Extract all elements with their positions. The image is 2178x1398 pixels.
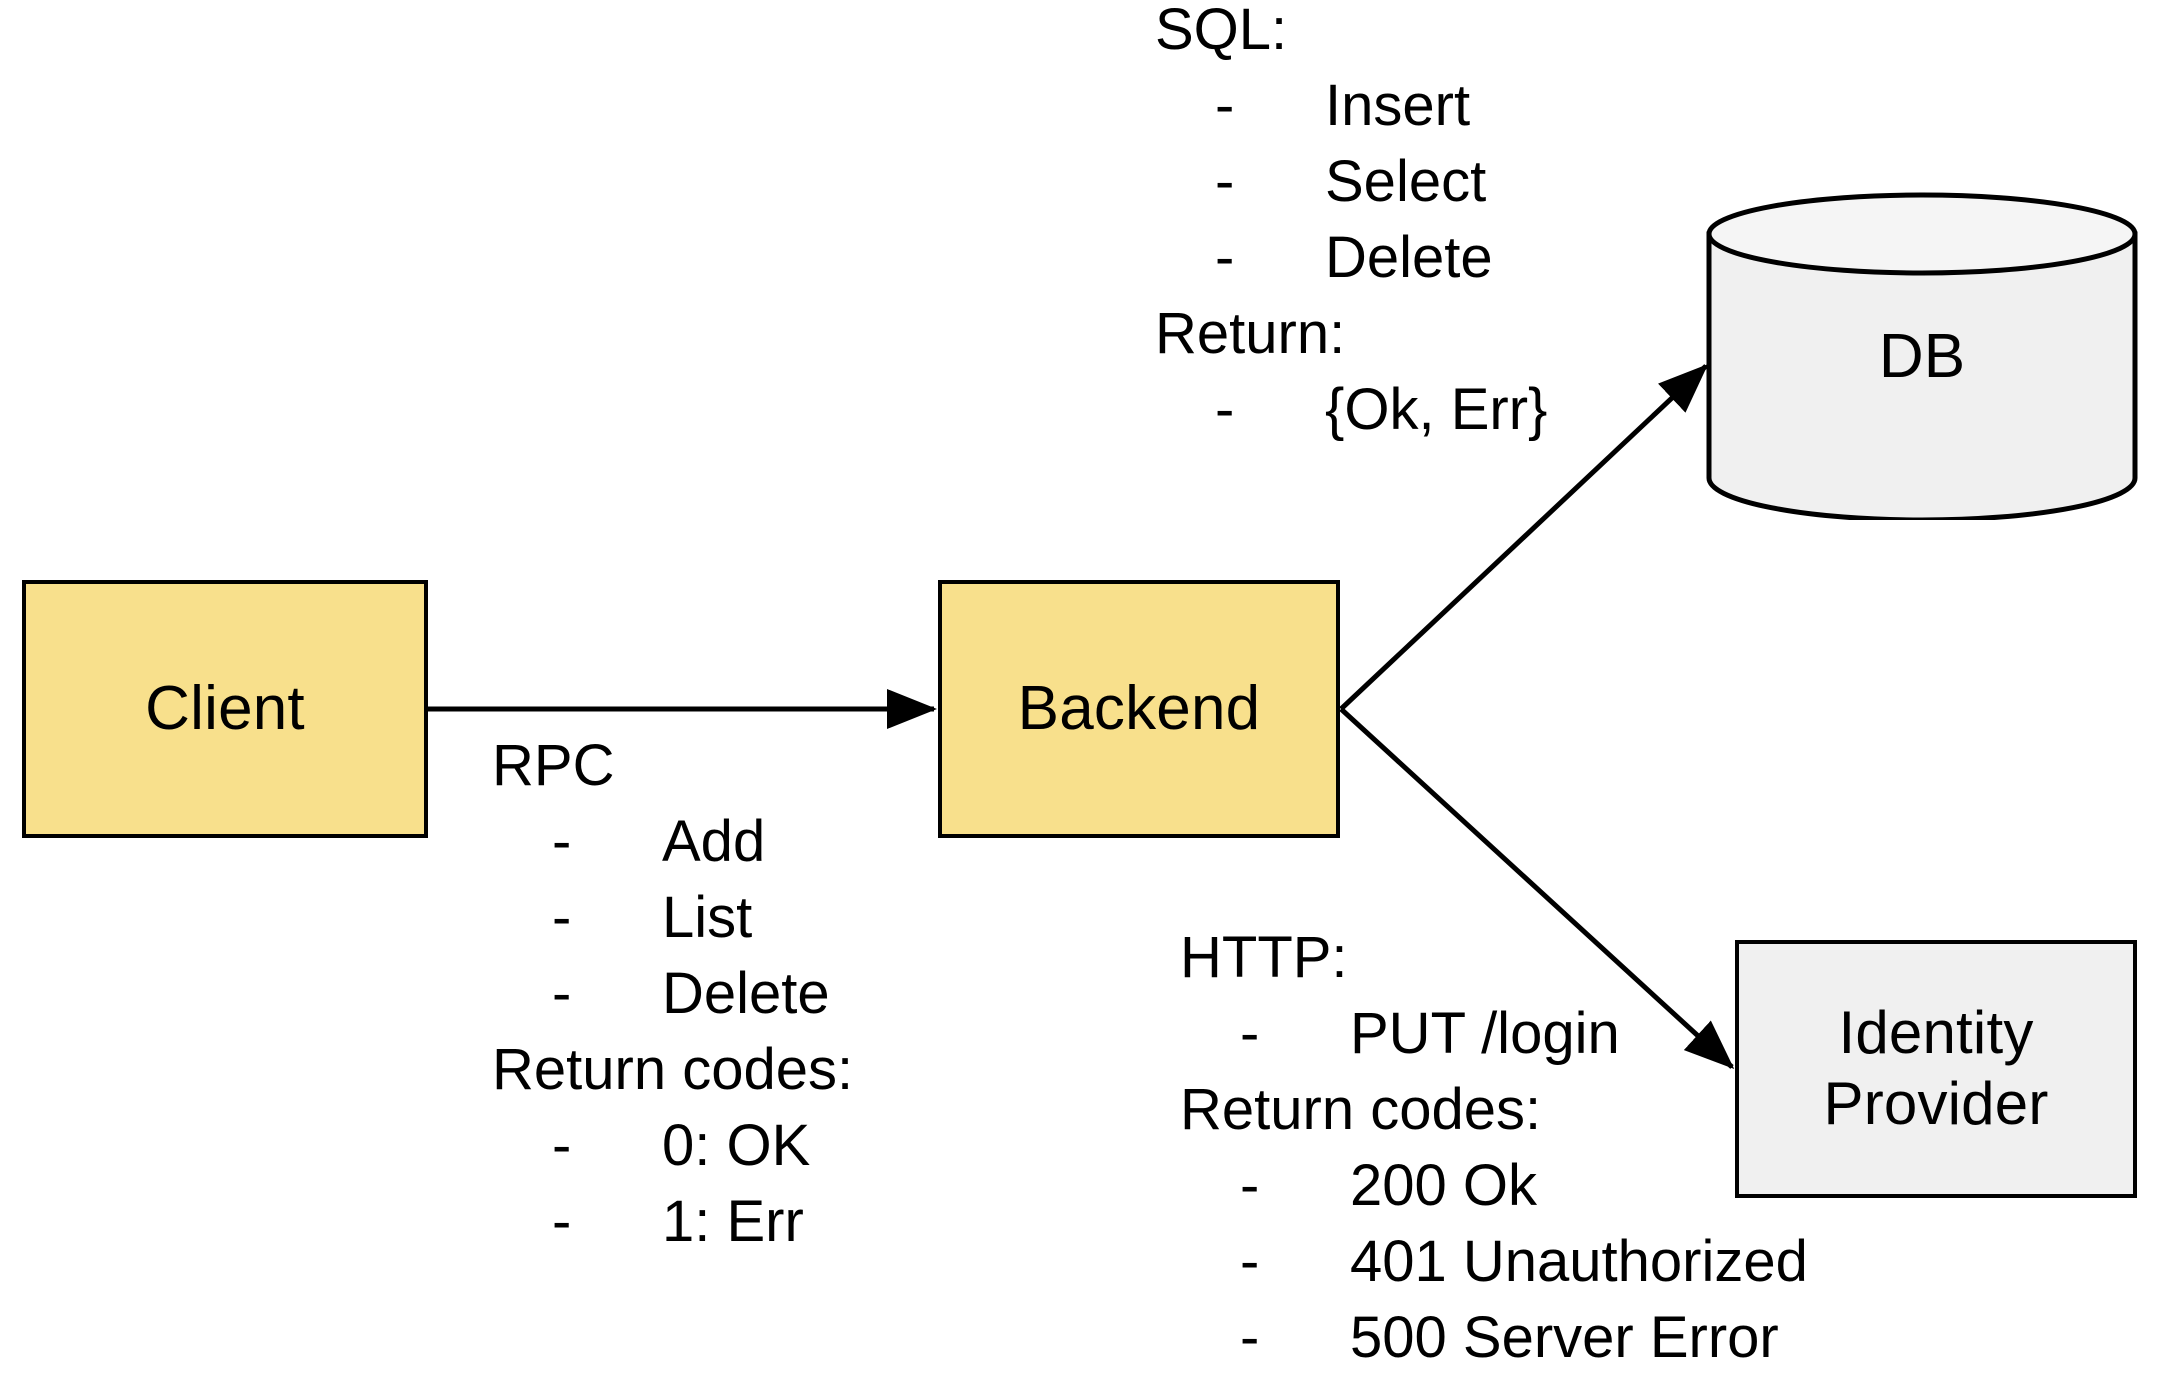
sql-return-heading: Return: [1155,301,1346,366]
http-return-item: - 401 Unauthorized [1180,1224,1808,1300]
bullet-dash-icon: - [552,809,572,874]
rpc-item-label: List [662,885,753,950]
database-cylinder-icon [1706,192,2138,520]
http-return-heading: Return codes: [1180,1077,1542,1142]
bullet-dash-icon: - [1215,149,1235,214]
http-return-item-label: 401 Unauthorized [1350,1229,1808,1294]
http-item: - PUT /login [1180,996,1620,1072]
node-db[interactable]: DB [1706,192,2138,520]
rpc-item-label: Delete [662,961,830,1026]
sql-item-label: Select [1325,149,1487,214]
node-backend-label: Backend [1017,674,1261,744]
node-client[interactable]: Client [22,580,428,838]
annotation-sql: SQL: - Insert - Select - Delete Return: … [1155,0,1547,448]
http-return-item-label: 200 Ok [1350,1153,1537,1218]
rpc-return-item: - 1: Err [492,1184,853,1260]
bullet-dash-icon: - [1240,1001,1260,1066]
annotation-rpc: RPC - Add - List - Delete Return codes: … [492,728,853,1260]
bullet-dash-icon: - [552,961,572,1026]
sql-return-item-label: {Ok, Err} [1325,377,1548,442]
node-client-label: Client [145,674,305,744]
rpc-return-item-label: 0: OK [662,1113,811,1178]
sql-item-label: Delete [1325,225,1493,290]
http-return-item: - 500 Server Error [1180,1300,1779,1376]
http-heading: HTTP: [1180,925,1348,990]
annotation-http: HTTP: - PUT /login Return codes: - 200 O… [1180,920,1808,1376]
node-identity-provider[interactable]: Identity Provider [1735,940,2137,1198]
sql-heading: SQL: [1155,0,1288,62]
http-return-item-label: 500 Server Error [1350,1305,1779,1370]
bullet-dash-icon: - [1215,73,1235,138]
node-db-label: DB [1878,321,1966,391]
bullet-dash-icon: - [552,1113,572,1178]
rpc-heading: RPC [492,733,615,798]
node-identity-provider-label: Identity Provider [1823,999,2049,1137]
rpc-return-item: - 0: OK [492,1108,853,1184]
rpc-item: - Add [492,804,853,880]
bullet-dash-icon: - [1240,1229,1260,1294]
rpc-return-heading: Return codes: [492,1037,854,1102]
bullet-dash-icon: - [552,1189,572,1254]
sql-item: - Delete [1155,220,1493,296]
sql-return-item: - {Ok, Err} [1155,372,1547,448]
rpc-item-label: Add [662,809,766,874]
http-return-item: - 200 Ok [1180,1148,1541,1224]
bullet-dash-icon: - [1215,377,1235,442]
bullet-dash-icon: - [1215,225,1235,290]
bullet-dash-icon: - [1240,1153,1260,1218]
sql-item-label: Insert [1325,73,1471,138]
node-backend[interactable]: Backend [938,580,1340,838]
rpc-return-item-label: 1: Err [662,1189,804,1254]
bullet-dash-icon: - [1240,1305,1260,1370]
sql-item: - Select [1155,144,1486,220]
sql-item: - Insert [1155,68,1470,144]
rpc-item: - List [492,880,853,956]
bullet-dash-icon: - [552,885,572,950]
rpc-item: - Delete [492,956,853,1032]
http-item-label: PUT /login [1350,1001,1620,1066]
